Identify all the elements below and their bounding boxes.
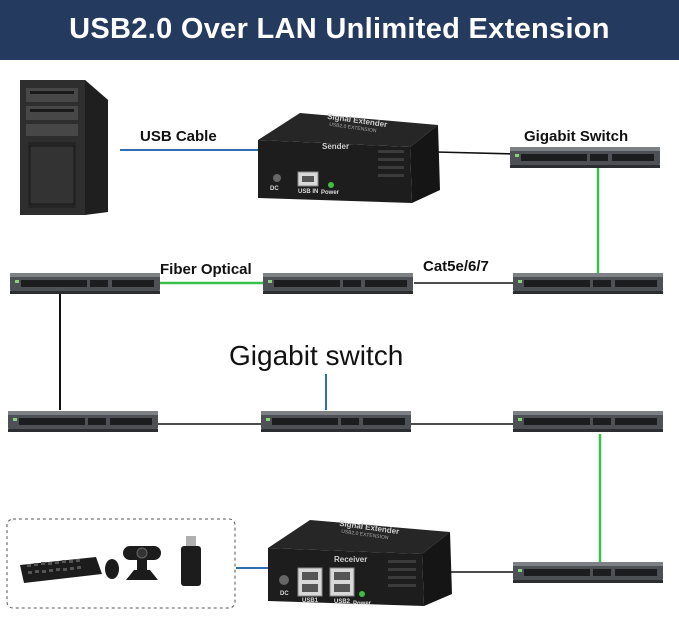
- receiver-port-dc: DC: [280, 591, 289, 597]
- receiver-role: Receiver: [334, 555, 368, 564]
- switch-row3-right: [513, 411, 663, 432]
- sender-role: Sender: [322, 142, 350, 151]
- webcam-icon: [123, 546, 161, 580]
- page-title: USB2.0 Over LAN Unlimited Extension: [69, 13, 610, 45]
- sender-extender: [258, 113, 440, 203]
- gigabit-switch-top-label: Gigabit Switch: [524, 128, 629, 145]
- switch-row2-middle: [263, 273, 413, 294]
- receiver-port-usb1: USB1: [302, 598, 319, 604]
- peripherals-box: [6, 518, 236, 609]
- switch-row3-left: [8, 411, 158, 432]
- sender-port-usb-in: USB IN: [298, 189, 319, 195]
- sender-port-dc: DC: [270, 186, 279, 192]
- switch-row2-left: [10, 273, 160, 294]
- title-banner: [0, 0, 679, 60]
- mouse-icon: [105, 559, 119, 579]
- receiver-extender: [268, 520, 452, 606]
- usb-cable-label: USB Cable: [140, 128, 217, 145]
- switch-top-right: [510, 147, 660, 168]
- receiver-port-usb2: USB2: [334, 599, 351, 605]
- sender-port-power: Power: [321, 190, 340, 196]
- sender-switch-line: [435, 151, 516, 155]
- cat5e-label: Cat5e/6/7: [423, 258, 489, 275]
- switch-row3-middle: [261, 411, 411, 432]
- keyboard-icon: [20, 557, 102, 583]
- usb-drive-icon: [181, 536, 201, 586]
- desktop-computer: [20, 80, 108, 215]
- fiber-optical-label: Fiber Optical: [160, 261, 252, 278]
- switch-row2-right: [513, 273, 663, 294]
- receiver-port-power: Power: [353, 601, 372, 607]
- gigabit-switch-middle-label: Gigabit switch: [229, 340, 404, 371]
- switch-bottom-right: [513, 562, 663, 583]
